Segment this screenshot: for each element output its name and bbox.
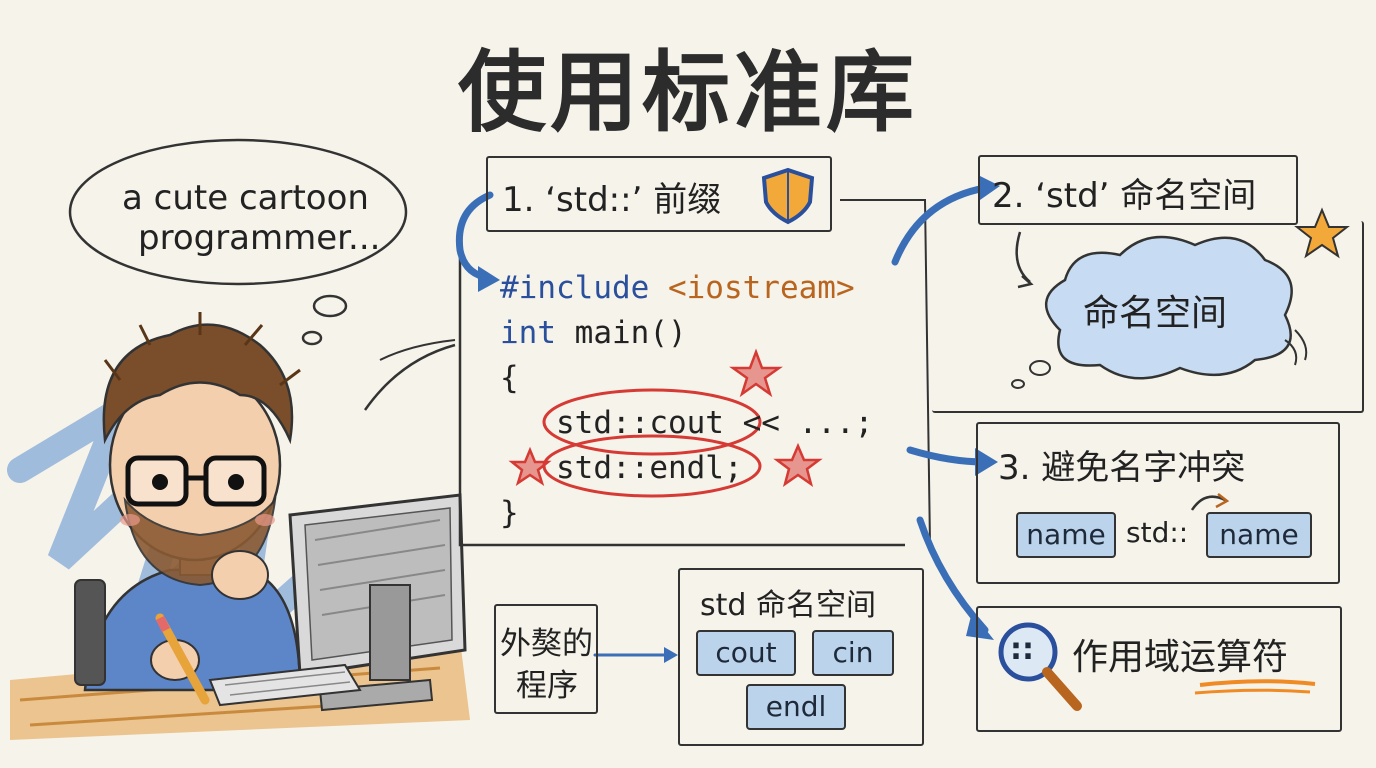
conflict-label: 3. 避免名字冲突 — [998, 448, 1246, 488]
thought-text-line2: programmer... — [138, 218, 381, 258]
scope-prefix-text: std:: — [1126, 516, 1189, 549]
speech-pointer — [363, 343, 456, 411]
code-int-keyword: int — [500, 315, 556, 351]
std-item-endl: endl — [746, 684, 846, 730]
code-include-header: <iostream> — [667, 270, 855, 306]
cout-highlight — [542, 388, 762, 456]
prefix-label: 1. ‘std::’ 前缀 — [502, 180, 722, 220]
code-include-keyword: #include — [500, 270, 650, 306]
code-close-brace: } — [500, 495, 519, 531]
std-namespace-title: std 命名空间 — [700, 588, 876, 623]
code-cout-rest: << ...; — [723, 405, 874, 441]
namespace-label: 2. ‘std’ 命名空间 — [992, 176, 1257, 216]
programmer-illustration — [7, 312, 470, 740]
external-line1: 外獒的 — [500, 626, 593, 662]
arrow-prefix-to-code — [455, 191, 494, 282]
name-pill-right: name — [1206, 512, 1312, 558]
code-endl: std::endl; — [556, 450, 743, 486]
star-icon — [1294, 207, 1350, 259]
code-cout: std::cout — [556, 405, 724, 441]
std-item-cin: cin — [812, 630, 894, 676]
page-title: 使用标准库 — [457, 41, 918, 144]
namespace-cloud-label: 命名空间 — [1083, 293, 1228, 334]
code-area-frame — [458, 245, 905, 547]
thought-text-line1: a cute cartoon — [122, 178, 369, 218]
thought-bubble — [68, 138, 408, 346]
code-main-signature: main() — [556, 315, 687, 351]
star-icon — [729, 348, 783, 398]
code-block: #include <iostream> int main() { std::co… — [500, 266, 873, 536]
shield-icon — [761, 167, 815, 225]
scope-operator-label: 作用域运算符 — [1072, 637, 1289, 678]
prefix-box — [486, 156, 832, 232]
arrow-code-to-namespace — [891, 184, 989, 266]
arrow-code-to-conflict — [906, 446, 989, 466]
external-line2: 程序 — [516, 668, 578, 704]
code-open-brace: { — [500, 360, 519, 396]
star-icon — [773, 442, 823, 487]
external-program-box — [494, 604, 598, 714]
magnifier-icon — [998, 622, 1082, 711]
scope-operator-box — [976, 606, 1342, 732]
conflict-box — [976, 422, 1340, 584]
star-icon — [508, 446, 552, 486]
std-item-cout: cout — [696, 630, 796, 676]
namespace-cloud — [1011, 235, 1308, 389]
std-namespace-box — [678, 568, 924, 746]
scope-symbol: :: — [1010, 632, 1034, 667]
name-pill-left: name — [1016, 512, 1116, 558]
namespace-box — [978, 155, 1298, 225]
